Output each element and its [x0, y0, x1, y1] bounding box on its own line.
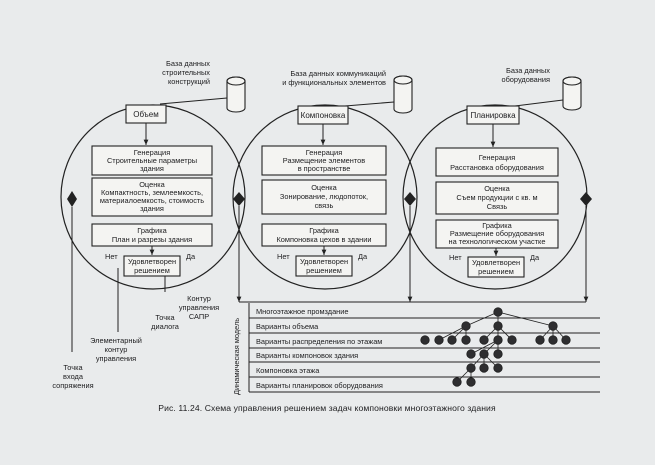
svg-text:Удовлетворен: Удовлетворен	[300, 257, 348, 266]
diamond-2	[404, 192, 416, 206]
circle-layout	[232, 104, 418, 290]
diamond-3	[580, 192, 592, 206]
svg-text:Точка: Точка	[63, 363, 83, 372]
svg-text:Графика: Графика	[309, 226, 339, 235]
svg-text:Зонирование, людопоток,: Зонирование, людопоток,	[280, 192, 368, 201]
svg-text:строительных: строительных	[162, 68, 210, 77]
svg-text:План и разрезы здания: План и разрезы здания	[112, 235, 192, 244]
model-row: Варианты объема	[256, 322, 319, 331]
svg-text:Размещение оборудования: Размещение оборудования	[450, 229, 544, 238]
svg-text:База данных: База данных	[166, 59, 210, 68]
svg-text:управления: управления	[179, 303, 219, 312]
svg-text:Удовлетворен: Удовлетворен	[128, 257, 176, 266]
decision-box	[295, 255, 353, 277]
model-row: Варианты компоновок здания	[256, 351, 358, 360]
svg-text:База данных: База данных	[506, 66, 550, 75]
module-header: Объем	[133, 110, 159, 119]
model-row: Варианты планировок оборудования	[256, 381, 383, 390]
step-evaluation	[91, 177, 213, 217]
step-generation	[435, 147, 559, 177]
svg-text:Нет: Нет	[449, 253, 462, 262]
decision-box	[123, 255, 181, 277]
database-communications: База данных коммуникаций и функциональны…	[282, 69, 413, 114]
step-generation	[261, 145, 387, 176]
svg-text:САПР: САПР	[189, 312, 209, 321]
dynamic-model-label: Динамическая модель	[232, 318, 241, 395]
contour-sapr-label: Контур управления САПР	[179, 294, 219, 321]
svg-text:Генерация: Генерация	[479, 153, 515, 162]
svg-text:управления: управления	[96, 354, 136, 363]
diamond-entry	[67, 191, 77, 207]
svg-text:Нет: Нет	[277, 252, 290, 261]
svg-text:Контур: Контур	[187, 294, 211, 303]
svg-text:здания: здания	[140, 164, 164, 173]
entry-point-label: Точка входа сопряжения	[52, 363, 93, 390]
svg-text:Генерация: Генерация	[134, 148, 170, 157]
svg-text:решением: решением	[478, 267, 514, 276]
svg-text:Размещение элементов: Размещение элементов	[283, 156, 365, 165]
svg-text:Съем продукции с кв. м: Съем продукции с кв. м	[456, 193, 537, 202]
svg-text:Расстановка оборудования: Расстановка оборудования	[450, 163, 544, 172]
model-row: Многоэтажное промздание	[256, 307, 349, 316]
svg-text:контур: контур	[105, 345, 128, 354]
svg-text:Компоновка цехов в здании: Компоновка цехов в здании	[276, 235, 371, 244]
svg-text:конструкций: конструкций	[168, 77, 210, 86]
svg-text:Элементарный: Элементарный	[90, 336, 142, 345]
database-equipment: База данных оборудования	[501, 66, 582, 111]
elementary-contour-label: Элементарный контур управления	[90, 336, 142, 363]
module-header: Планировка	[470, 111, 516, 120]
svg-text:Генерация: Генерация	[306, 148, 342, 157]
svg-text:связь: связь	[315, 201, 334, 210]
figure-caption: Рис. 11.24. Схема управления решением за…	[158, 403, 496, 413]
control-lines	[71, 206, 589, 352]
decision-box	[467, 256, 525, 278]
svg-text:Да: Да	[530, 253, 540, 262]
svg-text:сопряжения: сопряжения	[52, 381, 93, 390]
svg-text:в пространстве: в пространстве	[298, 164, 351, 173]
variant-tree-nodes	[420, 307, 571, 387]
svg-text:решением: решением	[306, 266, 342, 275]
step-evaluation	[261, 179, 387, 215]
module-layout: Компоновка База данных коммуникаций и фу…	[261, 69, 413, 277]
svg-text:оборудования: оборудования	[501, 75, 550, 84]
svg-text:Строительные параметры: Строительные параметры	[107, 156, 197, 165]
svg-text:диалога: диалога	[151, 322, 180, 331]
module-planning: Планировка База данных оборудования Гене…	[435, 66, 582, 278]
database-constructions: База данных строительных конструкций	[162, 59, 246, 113]
module-volume: Объем База данных строительных конструкц…	[91, 59, 246, 277]
model-row: Компоновка этажа	[256, 366, 320, 375]
svg-text:решением: решением	[134, 266, 170, 275]
svg-text:Компактность, землеемкость,: Компактность, землеемкость,	[101, 188, 203, 197]
variant-tree	[438, 311, 567, 383]
svg-text:Графика: Графика	[482, 221, 512, 230]
dialog-point-label: Точка диалога	[151, 313, 180, 331]
svg-text:Удовлетворен: Удовлетворен	[472, 258, 520, 267]
svg-text:Оценка: Оценка	[311, 183, 337, 192]
svg-text:и функциональных элементов: и функциональных элементов	[282, 78, 386, 87]
svg-text:Оценка: Оценка	[484, 184, 510, 193]
svg-text:Графика: Графика	[137, 226, 167, 235]
model-table: Многоэтажное промздание Варианты объема …	[248, 303, 600, 393]
step-evaluation	[435, 181, 559, 215]
svg-text:Точка: Точка	[155, 313, 175, 322]
step-generation	[91, 145, 213, 176]
svg-text:входа: входа	[63, 372, 84, 381]
svg-text:на технологическом участке: на технологическом участке	[449, 237, 546, 246]
connection-diamonds	[67, 191, 592, 207]
svg-text:Да: Да	[358, 252, 368, 261]
svg-text:Связь: Связь	[487, 202, 508, 211]
svg-text:Да: Да	[186, 252, 196, 261]
step-graphics	[435, 219, 559, 249]
model-row: Варианты распределения по этажам	[256, 337, 382, 346]
svg-text:Нет: Нет	[105, 252, 118, 261]
diamond-1	[233, 192, 245, 206]
svg-text:Оценка: Оценка	[139, 180, 165, 189]
svg-text:здания: здания	[140, 204, 164, 213]
svg-text:материалоемкость, стоимость: материалоемкость, стоимость	[100, 196, 204, 205]
module-header: Компоновка	[301, 111, 346, 120]
svg-text:База данных коммуникаций: База данных коммуникаций	[290, 69, 386, 78]
